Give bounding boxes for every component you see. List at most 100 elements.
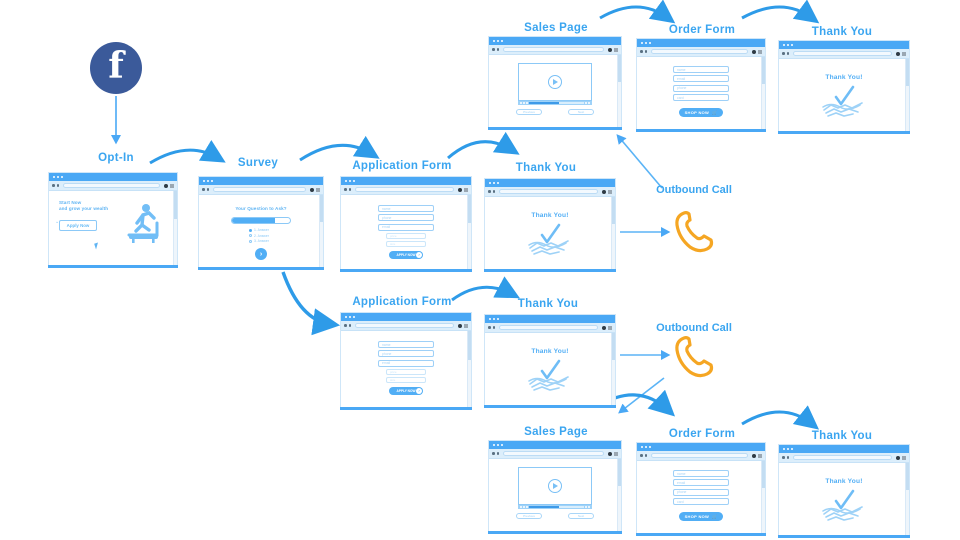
account-icon[interactable] (310, 187, 314, 192)
field-email[interactable]: email (378, 359, 434, 367)
video-play-icon[interactable] (548, 479, 562, 493)
forward-icon[interactable] (56, 184, 59, 187)
browser-window-sales-page-top[interactable]: Previous Next (488, 36, 622, 130)
back-icon[interactable] (640, 454, 643, 457)
video-player[interactable] (518, 467, 592, 505)
video-seek-bar[interactable] (518, 505, 592, 509)
account-icon[interactable] (458, 323, 462, 328)
forward-icon[interactable] (348, 188, 351, 191)
field-card[interactable]: card (673, 94, 729, 102)
account-icon[interactable] (458, 187, 462, 192)
url-bar[interactable] (793, 455, 892, 460)
radio-icon[interactable] (249, 239, 252, 243)
account-icon[interactable] (752, 453, 756, 458)
forward-icon[interactable] (786, 52, 789, 55)
browser-window-application-form-2[interactable]: name phone email price size APPLY NOW › (340, 312, 472, 410)
browser-window-application-form-1[interactable]: name phone email price size APPLY NOW › (340, 176, 472, 272)
forward-icon[interactable] (492, 190, 495, 193)
url-bar[interactable] (499, 189, 598, 194)
field-name[interactable]: name (673, 66, 729, 73)
shop-now-button[interactable]: SHOP NOW 🛒 (679, 107, 723, 117)
field-phone[interactable]: phone (673, 488, 729, 496)
url-bar[interactable] (499, 325, 598, 330)
field-email[interactable]: email (673, 479, 729, 487)
survey-option[interactable]: 3. Answer (249, 239, 284, 243)
forward-icon[interactable] (644, 50, 647, 53)
menu-icon[interactable] (464, 323, 468, 328)
scrollbar[interactable] (761, 461, 765, 533)
browser-window-thankyou-mid-2[interactable]: Thank You! (484, 314, 616, 408)
account-icon[interactable] (896, 455, 900, 460)
field-phone[interactable]: phone (378, 350, 434, 358)
menu-icon[interactable] (608, 189, 612, 194)
field-extra-1[interactable]: price (386, 233, 426, 239)
scrollbar[interactable] (617, 55, 621, 127)
scrollbar[interactable] (467, 195, 471, 269)
survey-next-button[interactable]: › (255, 248, 267, 260)
account-icon[interactable] (164, 183, 168, 188)
browser-window-thankyou-bottom[interactable]: Thank You! (778, 444, 910, 538)
previous-button[interactable]: Previous (516, 109, 542, 115)
menu-icon[interactable] (758, 49, 762, 54)
back-icon[interactable] (640, 50, 643, 53)
scrollbar[interactable] (319, 195, 323, 267)
scrollbar[interactable] (467, 331, 471, 407)
radio-icon[interactable] (249, 228, 252, 232)
browser-window-order-form-top[interactable]: name email phone card SHOP NOW 🛒 (636, 38, 766, 132)
url-bar[interactable] (651, 49, 748, 54)
url-bar[interactable] (355, 187, 454, 192)
back-icon[interactable] (488, 190, 491, 193)
back-icon[interactable] (344, 188, 347, 191)
field-phone[interactable]: phone (378, 214, 434, 222)
account-icon[interactable] (752, 49, 756, 54)
browser-window-thankyou-mid-1[interactable]: Thank You! (484, 178, 616, 272)
account-icon[interactable] (608, 47, 612, 52)
forward-icon[interactable] (206, 188, 209, 191)
url-bar[interactable] (503, 47, 604, 52)
forward-icon[interactable] (496, 452, 499, 455)
field-phone[interactable]: phone (673, 84, 729, 92)
scrollbar[interactable] (905, 59, 909, 131)
field-extra-2[interactable]: size (386, 377, 426, 383)
field-extra-1[interactable]: price (386, 369, 426, 375)
browser-window-order-form-bottom[interactable]: name email phone card SHOP NOW 🛒 (636, 442, 766, 536)
menu-icon[interactable] (316, 187, 320, 192)
menu-icon[interactable] (614, 451, 618, 456)
back-icon[interactable] (782, 52, 785, 55)
menu-icon[interactable] (614, 47, 618, 52)
account-icon[interactable] (602, 189, 606, 194)
next-button[interactable]: Next (568, 109, 594, 115)
menu-icon[interactable] (758, 453, 762, 458)
field-email[interactable]: email (673, 75, 729, 83)
field-card[interactable]: card (673, 498, 729, 506)
browser-window-survey[interactable]: Your Question to Ask? 1. Answer 2. Answe… (198, 176, 324, 270)
browser-window-optin[interactable]: Start Now and grow your wealth ⌄ Apply N… (48, 172, 178, 268)
browser-window-thankyou-top[interactable]: Thank You! (778, 40, 910, 134)
url-bar[interactable] (651, 453, 748, 458)
apply-now-button[interactable]: APPLY NOW › (389, 250, 423, 259)
menu-icon[interactable] (608, 325, 612, 330)
menu-icon[interactable] (170, 183, 174, 188)
scrollbar[interactable] (617, 459, 621, 531)
optin-cta-button[interactable]: Apply Now (59, 219, 97, 231)
back-icon[interactable] (202, 188, 205, 191)
next-button[interactable]: Next (568, 513, 594, 519)
forward-icon[interactable] (348, 324, 351, 327)
menu-icon[interactable] (902, 455, 906, 460)
scrollbar[interactable] (173, 191, 177, 265)
back-icon[interactable] (52, 184, 55, 187)
back-icon[interactable] (492, 48, 495, 51)
url-bar[interactable] (503, 451, 604, 456)
survey-option[interactable]: 1. Answer (249, 228, 284, 232)
scrollbar[interactable] (611, 197, 615, 269)
field-name[interactable]: name (673, 470, 729, 477)
forward-icon[interactable] (644, 454, 647, 457)
video-play-icon[interactable] (548, 75, 562, 89)
forward-icon[interactable] (786, 456, 789, 459)
forward-icon[interactable] (496, 48, 499, 51)
scrollbar[interactable] (611, 333, 615, 405)
shop-now-button[interactable]: SHOP NOW 🛒 (679, 511, 723, 521)
forward-icon[interactable] (492, 326, 495, 329)
account-icon[interactable] (602, 325, 606, 330)
back-icon[interactable] (488, 326, 491, 329)
